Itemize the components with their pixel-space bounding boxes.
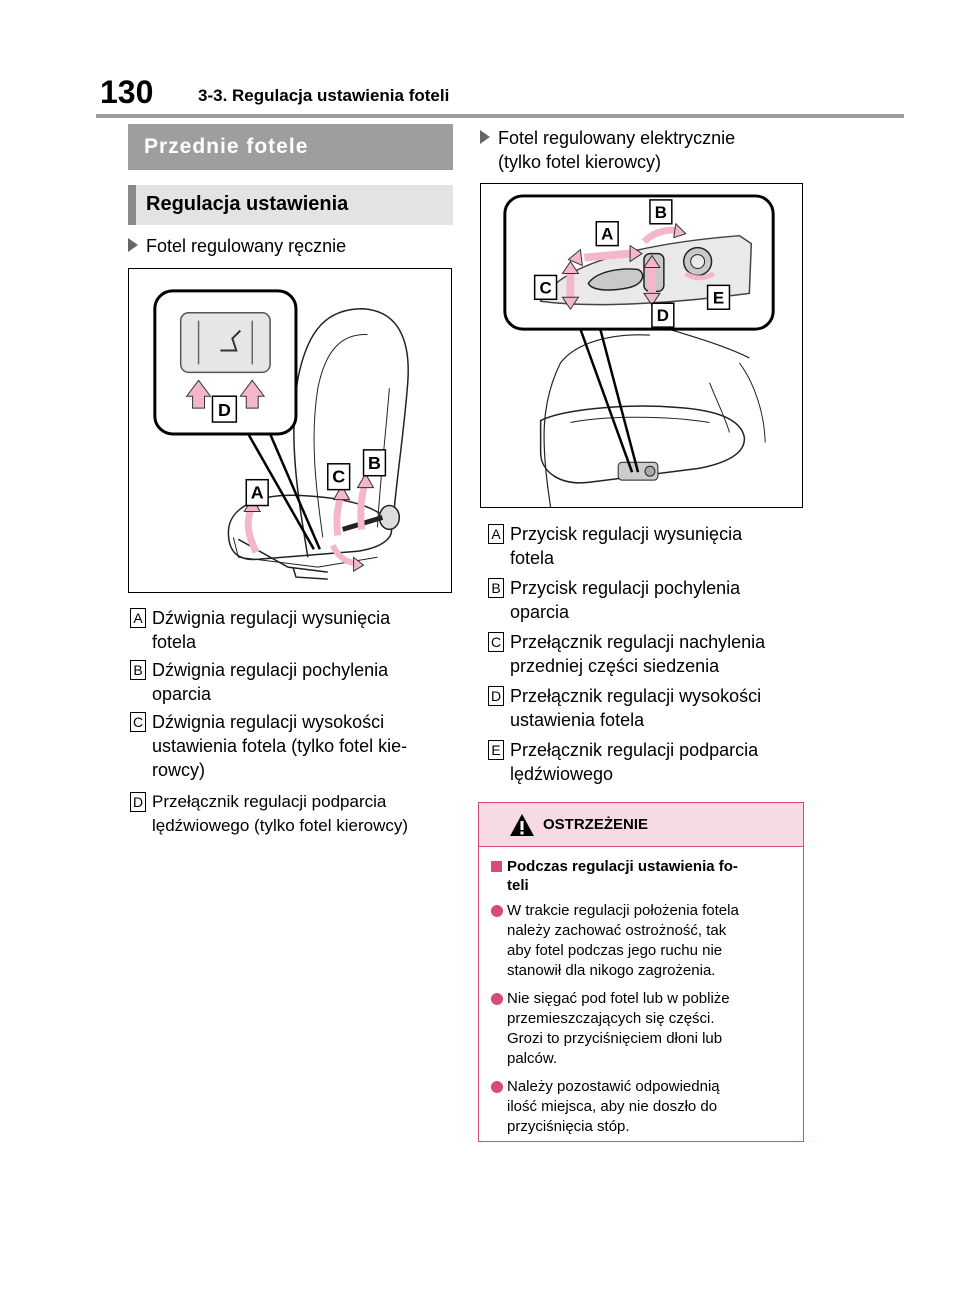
figure-label-d: D	[657, 306, 669, 325]
header-divider	[96, 114, 904, 118]
item-text-line: fotela	[152, 632, 197, 652]
warning-header: OSTRZEŻENIE	[479, 803, 803, 847]
section-subtitle: Regulacja ustawienia	[128, 185, 453, 225]
warning-text-line: należy zachować ostrożność, tak	[507, 922, 727, 939]
item-label-a: A	[488, 524, 504, 544]
item-label-e: E	[488, 740, 504, 760]
warning-text-line: Należy pozostawić odpowiednią	[507, 1078, 720, 1095]
item-text-line: Dźwignia regulacji wysunięcia	[152, 608, 391, 628]
circle-bullet-icon	[491, 905, 503, 917]
item-text-line: ustawienia fotela	[510, 710, 645, 730]
warning-item: Należy pozostawić odpowiednią ilość miej…	[491, 1077, 791, 1137]
warning-box: OSTRZEŻENIE Podczas regulacji ustawienia…	[478, 802, 804, 1142]
item-text-line: fotela	[510, 548, 555, 568]
figure-label-a: A	[601, 225, 613, 244]
item-text-line: Przycisk regulacji pochylenia	[510, 578, 741, 598]
figure-label-d: D	[218, 400, 231, 420]
warning-body: Podczas regulacji ustawienia fo- teli W …	[479, 847, 803, 1155]
electric-heading-line-2: (tylko fotel kierowcy)	[498, 152, 662, 172]
item-text-line: Dźwignia regulacji pochylenia	[152, 660, 389, 680]
triangle-bullet-icon	[128, 238, 138, 252]
item-text-line: ustawienia fotela (tylko fotel kie-	[152, 736, 408, 756]
warning-subtitle-line: Podczas regulacji ustawienia fo-	[507, 858, 738, 875]
item-text-line: Przełącznik regulacji nachylenia	[510, 632, 766, 652]
page-number: 130	[100, 74, 154, 110]
item-label-c: C	[488, 632, 504, 652]
electric-seat-heading: Fotel regulowany elektrycznie (tylko fot…	[480, 126, 735, 174]
warning-item: W trakcie regulacji położenia fotela nal…	[491, 901, 791, 981]
item-text-line: Przełącznik regulacji wysokości	[510, 686, 762, 706]
warning-text-line: ilość miejsca, aby nie doszło do	[507, 1098, 718, 1115]
item-text-line: przedniej części siedzenia	[510, 656, 720, 676]
warning-item: Nie sięgać pod fotel lub w pobliże przem…	[491, 989, 791, 1069]
manual-seat-heading-text: Fotel regulowany ręcznie	[146, 236, 347, 256]
warning-title: OSTRZEŻENIE	[543, 816, 649, 833]
item-label-d: D	[488, 686, 504, 706]
item-label-b: B	[488, 578, 504, 598]
item-text-line: rowcy)	[152, 760, 205, 780]
warning-text-line: Nie sięgać pod fotel lub w pobliże	[507, 990, 730, 1007]
chapter-title: 3-3. Regulacja ustawienia foteli	[198, 86, 450, 105]
section-title: Przednie fotele	[128, 124, 453, 170]
triangle-bullet-icon	[480, 130, 490, 144]
electric-seat-illustration: A B C D E	[503, 194, 775, 507]
item-text-line: Przycisk regulacji wysunięcia	[510, 524, 743, 544]
item-label-b: B	[130, 660, 146, 680]
electric-seat-figure: A B C D E	[480, 183, 803, 508]
warning-text-line: palców.	[507, 1050, 558, 1067]
item-text-line: oparcia	[152, 684, 212, 704]
manual-seat-figure: D A C B	[128, 268, 452, 593]
electric-heading-line-1: Fotel regulowany elektrycznie	[498, 128, 736, 148]
warning-triangle-icon	[510, 814, 534, 836]
figure-label-b: B	[368, 453, 381, 473]
warning-text-line: Grozi to przyciśnięciem dłoni lub	[507, 1030, 723, 1047]
item-text-line: lędźwiowego (tylko fotel kierowcy)	[152, 816, 409, 835]
item-text-line: lędźwiowego	[510, 764, 614, 784]
figure-label-e: E	[713, 288, 724, 307]
manual-seat-heading: Fotel regulowany ręcznie	[128, 234, 346, 258]
item-label-c: C	[130, 712, 146, 732]
figure-label-c: C	[540, 278, 552, 297]
warning-subtitle: Podczas regulacji ustawienia fo- teli	[491, 857, 791, 895]
warning-text-line: W trakcie regulacji położenia fotela	[507, 902, 739, 919]
circle-bullet-icon	[491, 1081, 503, 1093]
warning-text-line: aby fotel podczas jego ruchu nie	[507, 942, 723, 959]
figure-label-b: B	[655, 203, 667, 222]
circle-bullet-icon	[491, 993, 503, 1005]
square-bullet-icon	[491, 861, 502, 872]
warning-text-line: przemieszczających się części.	[507, 1010, 715, 1027]
warning-text-line: przyciśnięcia stóp.	[507, 1118, 630, 1135]
figure-label-c: C	[332, 467, 345, 487]
item-text-line: Przełącznik regulacji podparcia	[510, 740, 759, 760]
manual-seat-illustration: D A C B	[153, 289, 409, 580]
item-text-line: Dźwignia regulacji wysokości	[152, 712, 385, 732]
item-label-a: A	[130, 608, 146, 628]
item-label-d: D	[130, 792, 146, 812]
item-text-line: oparcia	[510, 602, 570, 622]
figure-label-a: A	[251, 483, 264, 503]
warning-text-line: stanowił dla nikogo zagrożenia.	[507, 962, 716, 979]
warning-subtitle-line: teli	[507, 877, 529, 894]
item-text-line: Przełącznik regulacji podparcia	[152, 792, 387, 811]
page-header: 130 3-3. Regulacja ustawienia foteli	[0, 0, 960, 118]
